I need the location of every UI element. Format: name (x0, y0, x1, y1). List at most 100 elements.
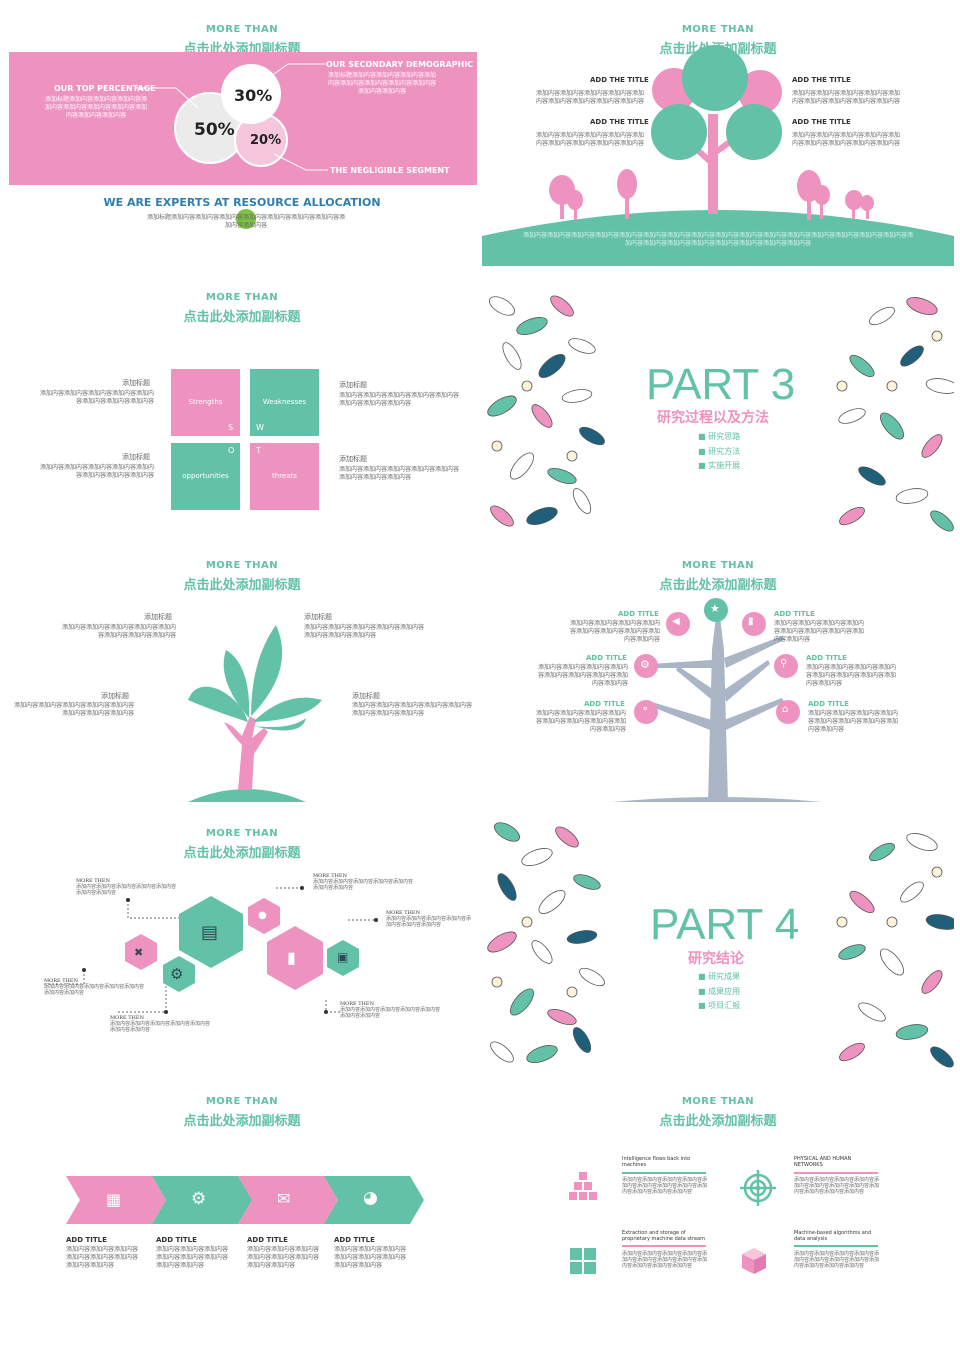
floral-decoration (487, 295, 954, 532)
experts-heading: WE ARE EXPERTS AT RESOURCE ALLOCATION (103, 196, 381, 209)
s10-item-1-title: Intelligence flows back into machines (622, 1156, 691, 1168)
s5-item-4-title: 添加标题 (352, 692, 380, 700)
hexagon-diagram (42, 886, 378, 1014)
s3-item-4-title: 添加标题 (339, 455, 367, 463)
s2-item-2-text: 添加内容添加内容添加内容添加内容添加内容添加内容添加内容添加内容添加内容 (792, 90, 901, 105)
branch-icons (634, 598, 800, 724)
more-than-label: MORE THAN (205, 24, 279, 35)
grid-icon (570, 1248, 596, 1274)
user-icon: ● (258, 910, 267, 921)
percentage-circles (136, 63, 328, 229)
s3-item-1-text: 添加内容添加内容添加内容添加内容添加内容添加内容添加内容添加内容 (39, 390, 154, 405)
s10-item-1-text: 添加内容添加内容添加内容添加内容添加内容添加内容添加内容添加内容添加内容添加内容… (622, 1177, 708, 1195)
s3-item-4-text: 添加内容添加内容添加内容添加内容添加内容添加内容添加内容添加内容 (339, 466, 460, 481)
s7-item-3-title: MORE THEN (386, 910, 420, 916)
s9-item-4-title: ADD TITLE (334, 1236, 375, 1244)
hand-tree-illustration (188, 625, 322, 802)
swot-weaknesses (250, 369, 319, 436)
s7-item-6-title: MORE THEN (340, 1001, 374, 1007)
secondary-demographic-text: 添加标题添加内容添加内容添加内容添加内容添加内容添加内容添加内容添加内容添加内容… (328, 72, 437, 95)
s10-item-2-text: 添加内容添加内容添加内容添加内容添加内容添加内容添加内容添加内容添加内容添加内容… (794, 1177, 880, 1195)
s5-item-3-text: 添加内容添加内容添加内容添加内容添加内容添加内容添加内容添加内容 (14, 702, 135, 717)
floral-right (836, 833, 954, 1068)
subtitle: 点击此处添加副标题 (659, 578, 777, 593)
branch-tree-illustration (612, 598, 822, 802)
ground-text: 添加内容添加内容添加内容添加内容添加内容添加内容添加内容添加内容添加内容添加内容… (522, 232, 913, 247)
s3-item-3-text: 添加内容添加内容添加内容添加内容添加内容添加内容添加内容添加内容 (339, 392, 460, 407)
part-3-bullet-2: ■ 研究方法 (698, 447, 741, 456)
percent-30: 30% (234, 86, 273, 105)
subtitle: 点击此处添加副标题 (183, 310, 301, 325)
part-3-bullet-1: ■ 研究思路 (698, 432, 741, 441)
s7-item-1-text: 添加内容添加内容添加内容添加内容添加内容添加内容添加内容 (76, 884, 177, 896)
s10-item-4-text: 添加内容添加内容添加内容添加内容添加内容添加内容添加内容添加内容添加内容添加内容… (794, 1251, 880, 1269)
s5-item-3-title: 添加标题 (101, 692, 129, 700)
slide-4: PART 3 研究过程以及方法 ■ 研究思路 ■ 研究方法 ■ 实施开展 (482, 276, 954, 538)
s5-item-1-text: 添加内容添加内容添加内容添加内容添加内容添加内容添加内容添加内容 (61, 624, 176, 639)
s7-item-2-text: 添加内容添加内容添加内容添加内容添加内容添加内容添加内容 (313, 879, 414, 891)
s7-item-4-text: 添加内容添加内容添加内容添加内容添加内容添加内容添加内容 (44, 984, 145, 996)
slide-8: PART 4 研究结论 ■ 研究成果 ■ 成果应用 ■ 项目汇报 (482, 812, 954, 1074)
slide-1: MORE THAN 点击此处添加副标题 30% 50% 20% OUR TOP … (6, 4, 478, 266)
slide-5: MORE THAN 点击此处添加副标题 添加标题 添加内容添加内容添加内容添加内… (6, 540, 478, 802)
part-4-title: 研究结论 (688, 951, 744, 967)
slide-10: MORE THAN 点击此处添加副标题 Intelligence flows b… (482, 1076, 954, 1338)
s2-item-1-title: ADD THE TITLE (590, 76, 649, 84)
s7-item-5-text: 添加内容添加内容添加内容添加内容添加内容添加内容添加内容 (110, 1021, 211, 1033)
part-3-heading: PART 3 (646, 360, 796, 409)
tools-icon: ✖ (134, 946, 144, 959)
s3-item-2-text: 添加内容添加内容添加内容添加内容添加内容添加内容添加内容添加内容 (39, 464, 154, 479)
slide-9: MORE THAN 点击此处添加副标题 ▦ ⚙ ✉ ◕ ADD TITLE 添加… (6, 1076, 478, 1338)
chart-icon: ▮ (287, 948, 296, 967)
home-icon: ⌂ (782, 704, 789, 715)
s7-item-4-title: MORE THEN (44, 978, 78, 984)
swot-s-letter: S (228, 423, 234, 432)
slide-3: MORE THAN 点击此处添加副标题 Strengths Weaknesses… (6, 272, 478, 534)
slide-6: MORE THAN 点击此处添加副标题 ★ ◀ ▮ ⚙ ⚲ ⚬ ⌂ ADD TI… (482, 540, 954, 802)
threats-label: threats (272, 472, 297, 480)
part-4-bullet-3: ■ 项目汇报 (698, 1001, 741, 1010)
subtitle: 点击此处添加副标题 (659, 1114, 777, 1129)
s7-item-5-title: MORE THEN (110, 1015, 144, 1021)
floral-left (487, 295, 605, 527)
search-icon: ⚲ (780, 658, 788, 669)
opportunities-label: opportunities (182, 472, 229, 480)
subtitle: 点击此处添加副标题 (183, 846, 301, 861)
s6-item-2-title: ADD TITLE (774, 610, 815, 618)
floral-right (836, 297, 954, 532)
bulb-icon: ⚬ (641, 704, 650, 715)
more-than-label: MORE THAN (205, 1096, 279, 1107)
more-than-label: MORE THAN (681, 1096, 755, 1107)
percent-20: 20% (250, 133, 282, 148)
bullet-text: 研究思路 (708, 432, 741, 441)
s6-item-6-text: 添加内容添加内容添加内容添加内容添加内容添加内容添加内容添加内容添加内容 (808, 710, 899, 733)
gear-icon: ⚙ (170, 965, 184, 983)
s6-item-3-text: 添加内容添加内容添加内容添加内容添加内容添加内容添加内容添加内容添加内容 (537, 664, 628, 687)
s2-item-3-title: ADD THE TITLE (590, 118, 649, 126)
s7-item-1-title: MORE THEN (76, 878, 110, 884)
s7-item-2-title: MORE THEN (313, 873, 347, 879)
gears-icon: ⚙ (191, 1189, 207, 1209)
bullet-text: 成果应用 (708, 987, 741, 996)
slide-2: MORE THAN 点击此处添加副标题 ADD THE TITLE 添加内容添加… (482, 4, 954, 266)
swot-t-letter: T (256, 446, 261, 455)
feature-icons (569, 1170, 878, 1274)
s5-item-1-title: 添加标题 (144, 613, 172, 621)
chat-icon: ✉ (277, 1189, 291, 1208)
floral-left (487, 822, 605, 1063)
s2-item-4-title: ADD THE TITLE (792, 118, 851, 126)
percent-50: 50% (194, 120, 235, 140)
top-percentage-text: 添加标题添加内容添加内容添加内容添加内容添加内容添加内容添加内容添加内容添加内容… (44, 96, 147, 119)
part-4-bullet-2: ■ 成果应用 (698, 987, 741, 996)
s2-item-1-text: 添加内容添加内容添加内容添加内容添加内容添加内容添加内容添加内容添加内容 (535, 90, 644, 105)
chevron-process (66, 1176, 424, 1224)
s6-item-1-text: 添加内容添加内容添加内容添加内容添加内容添加内容添加内容添加内容添加内容 (569, 620, 660, 643)
part-3-title: 研究过程以及方法 (657, 410, 769, 426)
gauge-icon: ◕ (363, 1188, 378, 1208)
negligible-segment-label: THE NEGLIGIBLE SEGMENT (330, 166, 450, 175)
s10-item-3-title: Extraction and storage of proprietary ma… (622, 1230, 705, 1242)
s9-item-3-text: 添加内容添加内容添加内容添加内容添加内容添加内容添加内容添加内容 (247, 1246, 320, 1269)
bullet-text: 研究成果 (708, 972, 741, 981)
s7-item-6-text: 添加内容添加内容添加内容添加内容添加内容添加内容添加内容 (340, 1007, 441, 1019)
cube-icon (742, 1248, 766, 1274)
